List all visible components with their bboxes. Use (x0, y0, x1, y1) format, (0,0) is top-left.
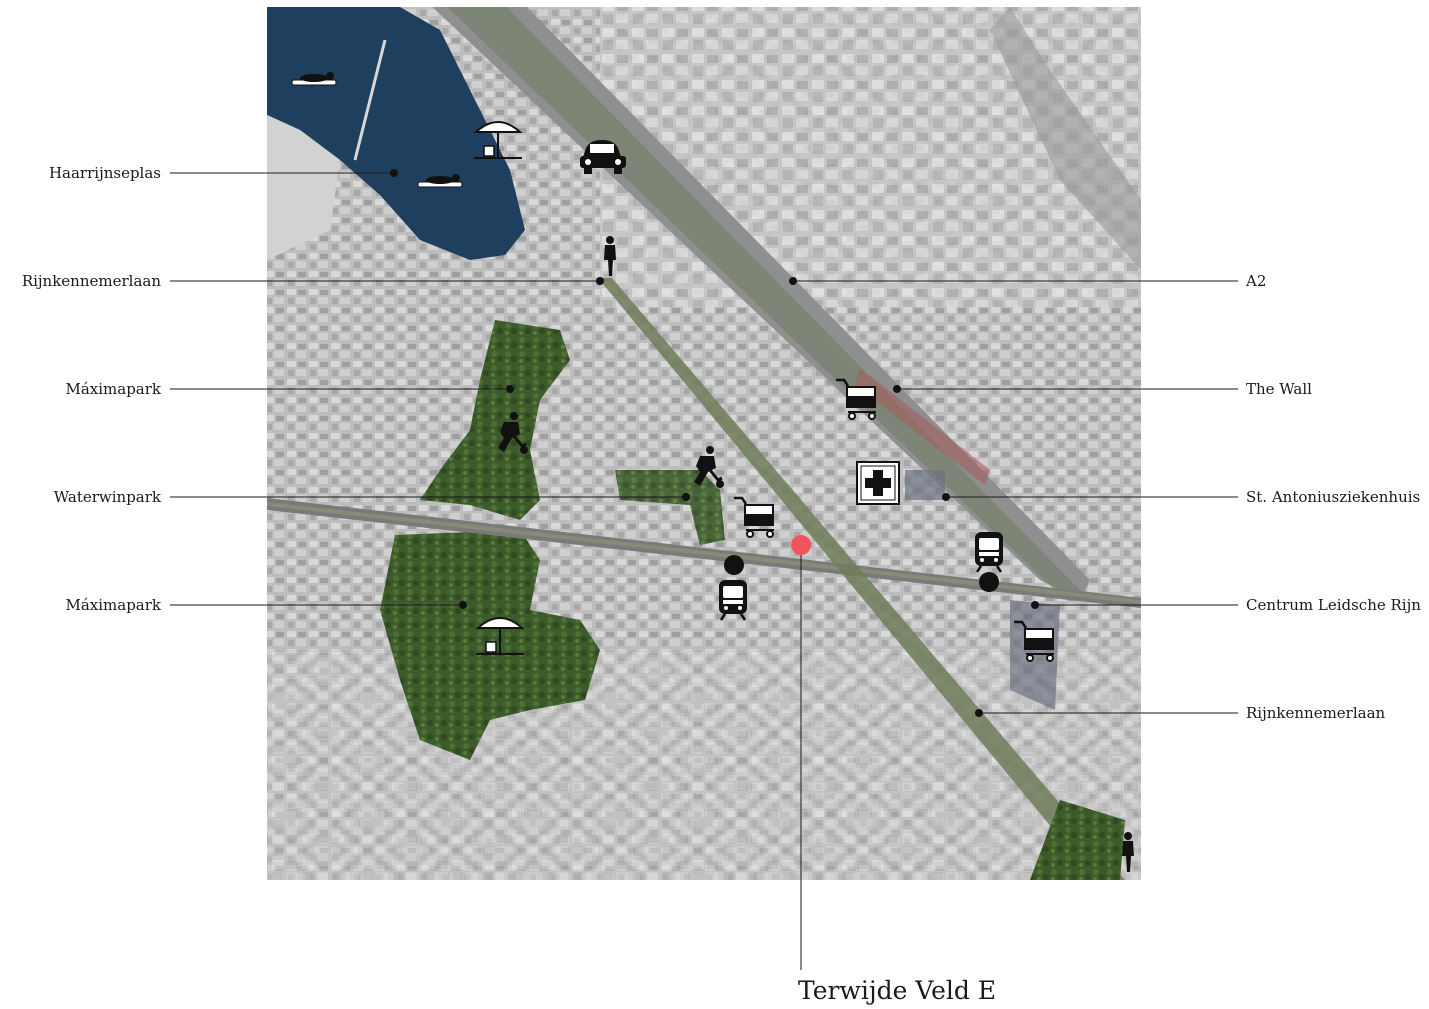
dot-rijnkennemerlaan-south (975, 709, 983, 717)
station-dot-east (979, 572, 999, 592)
car-icon (580, 140, 626, 174)
leader-lines (170, 172, 1238, 970)
label-st-antoniusziekenhuis: St. Antoniusziekenhuis (1246, 488, 1421, 506)
pedestrian-icon (604, 236, 616, 276)
pedestrian-icon (1122, 832, 1134, 872)
dot-rijnkennemerlaan-north (596, 277, 604, 285)
dot-centrum-leidsche-rijn (1031, 601, 1039, 609)
hospital-cross-icon (856, 461, 900, 505)
dot-a2 (789, 277, 797, 285)
aerial-photo (267, 7, 1141, 880)
maximapark-north (420, 320, 570, 520)
shopping-cart-icon (1014, 620, 1054, 662)
dot-waterwinpark (682, 493, 690, 501)
label-rijnkennemerlaan-south: Rijnkennemerlaan (1246, 704, 1386, 722)
dot-st-antonius (942, 493, 950, 501)
shopping-cart-icon (836, 378, 876, 420)
label-a2: A2 (1246, 272, 1267, 290)
station-dot-west (724, 555, 744, 575)
sunbather-icon (291, 72, 337, 86)
label-the-wall: The Wall (1246, 380, 1312, 398)
dot-the-wall (893, 385, 901, 393)
beach-umbrella-icon (475, 617, 525, 655)
label-centrum-leidsche-rijn: Centrum Leidsche Rijn (1246, 596, 1421, 614)
site-label: Terwijde Veld E (798, 976, 997, 1005)
train-icon (719, 580, 747, 621)
dot-maximapark-south (459, 601, 467, 609)
waterwinpark (615, 470, 725, 545)
soccer-player-icon (498, 412, 528, 454)
shopping-cart-icon (734, 496, 774, 538)
dot-maximapark-north (506, 385, 514, 393)
label-maximapark-south: Máximapark (65, 596, 161, 614)
leader-dots (390, 169, 1039, 717)
haarrijnseplas-lake (267, 7, 525, 260)
sunbather-icon (417, 174, 463, 188)
label-maximapark-north: Máximapark (65, 380, 161, 398)
label-rijnkennemerlaan-north: Rijnkennemerlaan (21, 272, 161, 290)
label-haarrijnseplas: Haarrijnseplas (48, 164, 161, 182)
label-waterwinpark: Waterwinpark (53, 488, 161, 506)
soccer-player-icon (694, 446, 724, 488)
dot-haarrijnseplas (390, 169, 398, 177)
train-icon (975, 532, 1003, 573)
site-marker[interactable] (791, 535, 811, 555)
beach-umbrella-icon (473, 121, 523, 159)
